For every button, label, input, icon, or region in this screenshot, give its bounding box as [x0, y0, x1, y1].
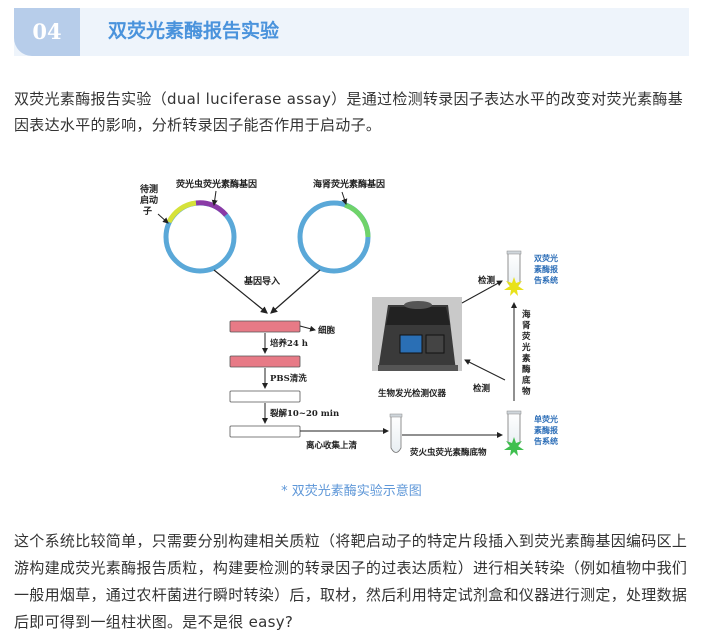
single-system-label-3: 告系统	[534, 436, 558, 446]
svg-text:底: 底	[522, 375, 531, 386]
renilla-substrate-label: 海 肾 荧 光 素 酶 底 物	[521, 309, 531, 397]
gene-import-label: 基因导入	[243, 275, 280, 287]
dual-system-label-1: 双荧光	[534, 253, 558, 263]
promoter-label-1: 待测	[140, 183, 158, 195]
renilla-gene-label: 海肾荧光素酶基因	[313, 178, 385, 190]
green-glow	[504, 437, 524, 456]
dual-system-label-3: 告系统	[534, 275, 558, 285]
firefly-gene-label: 荧光虫荧光素酶基因	[176, 178, 257, 190]
assay-diagram-figure: 待测 启动 子 荧光虫荧光素酶基因 海肾荧光素酶基因 基因导入 细胞 培养24 …	[130, 165, 575, 470]
instrument-label: 生物发光检测仪器	[378, 388, 447, 399]
assay-diagram: 待测 启动 子 荧光虫荧光素酶基因 海肾荧光素酶基因 基因导入 细胞 培养24 …	[140, 178, 558, 458]
svg-text:素: 素	[522, 353, 531, 364]
detect-label-top: 检测	[478, 275, 496, 286]
svg-text:酶: 酶	[522, 364, 531, 375]
renilla-plasmid: 海肾荧光素酶基因	[297, 178, 385, 274]
svg-text:物: 物	[522, 386, 531, 397]
single-system-label-1: 单荧光	[534, 414, 558, 424]
dual-system-label-2: 素酶报	[534, 264, 558, 274]
svg-text:光: 光	[521, 342, 531, 353]
svg-text:海: 海	[522, 309, 531, 320]
section-number-badge: 04	[14, 8, 80, 56]
firefly-substrate-label: 荧火虫荧光素酶底物	[409, 447, 487, 458]
dish-cultured	[229, 355, 301, 368]
promoter-label-3: 子	[143, 206, 152, 217]
svg-text:荧: 荧	[521, 331, 531, 342]
dual-reporter-tube	[504, 250, 524, 296]
promoter-label-2: 启动	[140, 194, 158, 206]
single-system-label-2: 素酶报	[534, 425, 558, 435]
body-paragraph: 这个系统比较简单，只需要分别构建相关质粒（将靶启动子的特定片段插入到荧光素酶基因…	[14, 532, 688, 631]
supernatant-tube	[389, 413, 403, 453]
cells-label: 细胞	[318, 325, 336, 336]
lysis-label: 裂解10~20 min	[269, 408, 339, 419]
section-header: 04 双荧光素酶报告实验	[14, 8, 689, 56]
firefly-gene-segment	[195, 200, 228, 217]
luminometer-instrument	[372, 297, 462, 371]
yellow-glow	[504, 277, 524, 296]
firefly-plasmid: 待测 启动 子 荧光虫荧光素酶基因	[140, 178, 257, 274]
figure-caption: * 双荧光素酶实验示意图	[281, 484, 422, 499]
promoter-segment	[166, 200, 197, 224]
single-reporter-tube	[504, 410, 524, 456]
dish-transfected	[229, 320, 301, 333]
dish-washed	[229, 390, 301, 403]
section-title: 双荧光素酶报告实验	[108, 20, 280, 42]
renilla-gene-segment	[344, 202, 371, 238]
svg-text:肾: 肾	[522, 321, 531, 331]
dish-lysed	[229, 425, 301, 438]
centrifuge-label: 离心收集上清	[306, 440, 358, 451]
culture-label: 培养24 h	[270, 338, 308, 349]
pbs-wash-label: PBS清洗	[270, 373, 307, 384]
detect-label-mid: 检测	[473, 383, 491, 394]
intro-paragraph: 双荧光素酶报告实验（dual luciferase assay）是通过检测转录因…	[14, 90, 684, 134]
culture-dishes: 细胞 培养24 h PBS清洗 裂解10~20 min 离心收集上清	[229, 320, 389, 451]
